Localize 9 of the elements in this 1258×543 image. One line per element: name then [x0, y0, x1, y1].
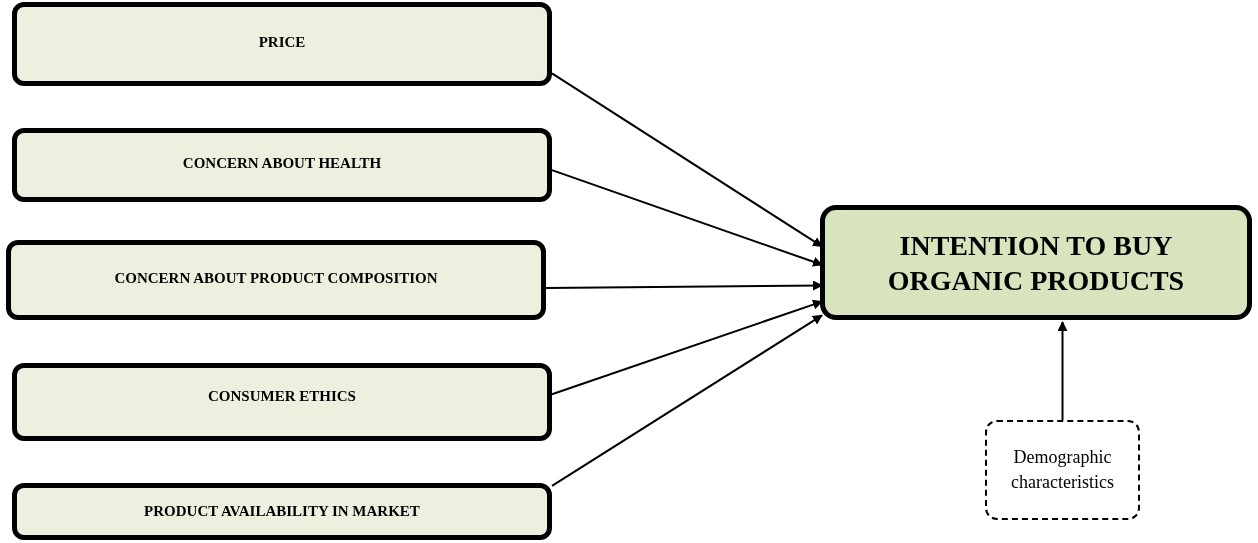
arrow [551, 314, 823, 487]
factor-box: CONSUMER ETHICS [12, 363, 552, 441]
factor-box: CONCERN ABOUT PRODUCT COMPOSITION [6, 240, 546, 320]
moderator-box: Demographic characteristics [985, 420, 1140, 520]
factor-box: PRICE [12, 2, 552, 86]
factor-box: CONCERN ABOUT HEALTH [12, 128, 552, 202]
outcome-box: INTENTION TO BUY ORGANIC PRODUCTS [820, 205, 1252, 320]
arrow [1057, 321, 1068, 421]
factor-box: PRODUCT AVAILABILITY IN MARKET [12, 483, 552, 540]
